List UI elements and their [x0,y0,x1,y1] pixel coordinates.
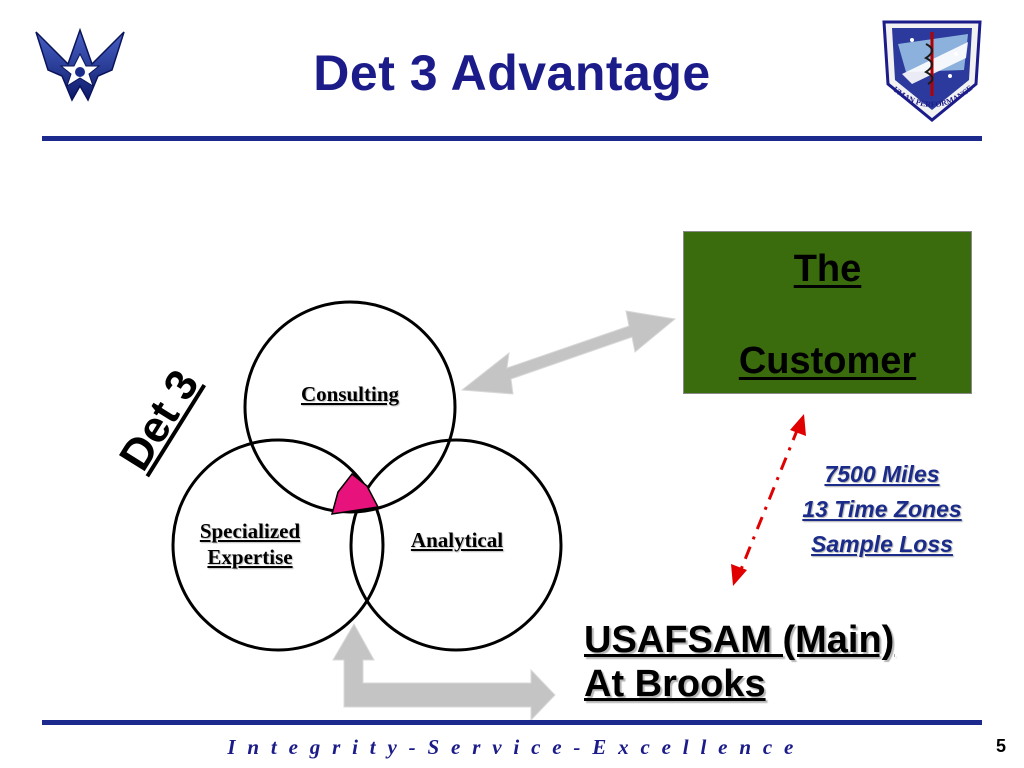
usafsam-line1: USAFSAM (Main) [584,619,895,661]
usafsam-l-arrow [332,622,556,722]
expertise-label: Specialized Expertise [160,518,340,570]
distance-line-sample: Sample Loss [811,531,953,557]
consulting-label: Consulting [300,382,400,406]
customer-box-line2: Customer [738,340,917,382]
footer-motto: I n t e g r i t y - S e r v i c e - E x … [227,735,797,759]
page-title: Det 3 Advantage [313,45,711,101]
usafsam-line2: At Brooks [584,663,766,705]
expertise-label-line2: Expertise [207,545,293,569]
customer-double-arrow [460,310,677,395]
triple-overlap-highlight [330,472,380,515]
analytical-label: Analytical [410,528,504,552]
usafsam-label: USAFSAM (Main) At Brooks [584,618,1004,706]
distance-line-miles: 7500 Miles [824,461,940,487]
expertise-label-line1: Specialized [199,519,301,543]
distance-line-zones: 13 Time Zones [802,496,962,522]
bottom-divider [42,720,982,725]
analytical-circle [349,438,563,652]
top-divider [42,136,982,141]
page-number: 5 [996,736,1007,756]
customer-box-line1: The [793,248,862,290]
expertise-circle [171,438,385,652]
wing-seal-logo: 711th HUMAN PERFORMANCE WING [872,14,982,122]
distance-dashed-arrow [731,414,806,586]
air-force-logo [35,27,125,102]
distance-notes: 7500 Miles 13 Time Zones Sample Loss [762,457,1002,562]
customer-box: The Customer [683,231,972,394]
